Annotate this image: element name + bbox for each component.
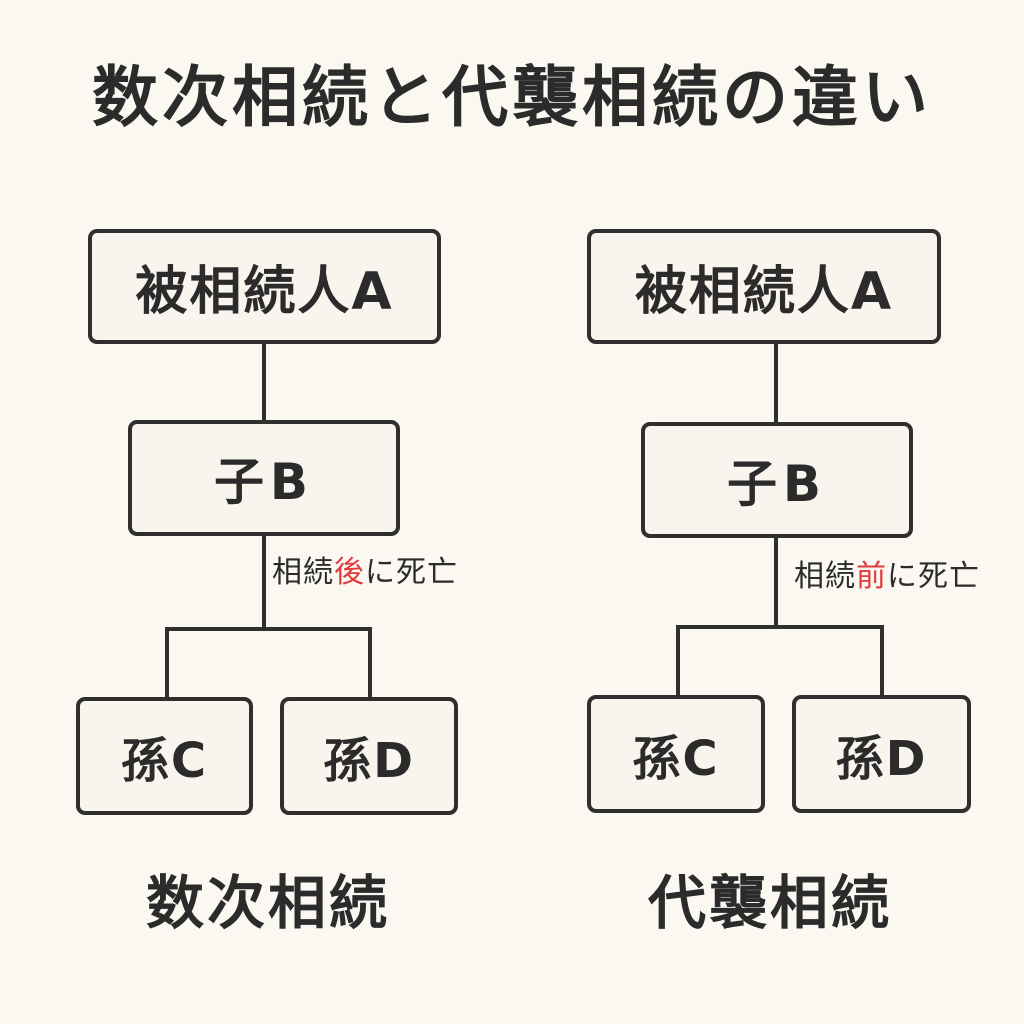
right-note-highlight: 前 [856,559,887,594]
left-fork-line [165,627,372,699]
left-caption: 数次相続 [145,869,390,937]
right-grandchild-d-box: 孫D [792,695,971,813]
right-note-suffix: に死亡 [887,559,980,594]
left-note-prefix: 相続 [272,555,334,590]
right-child-label: 子B [726,455,828,513]
left-note-highlight: 後 [334,555,365,590]
right-fork-line [676,625,884,697]
left-child-box: 子B [128,420,400,536]
right-grandchild-c-box: 孫C [587,695,765,813]
page-title: 数次相続と代襲相続の違い [92,59,932,136]
left-grandchild-c-label: 孫C [120,733,209,789]
right-root-box: 被相続人A [587,229,941,344]
left-root-label: 被相続人A [135,262,394,322]
left-grandchild-c-box: 孫C [76,697,253,815]
right-grandchild-c-label: 孫C [632,731,720,787]
right-death-note: 相続前に死亡 [794,557,980,597]
left-death-note: 相続後に死亡 [272,553,458,593]
left-grandchild-d-label: 孫D [323,733,415,789]
left-child-label: 子B [213,453,315,511]
right-grandchild-d-label: 孫D [835,731,928,787]
left-root-box: 被相続人A [88,229,441,344]
right-root-label: 被相続人A [634,262,894,322]
left-grandchild-d-box: 孫D [280,697,458,815]
right-caption: 代襲相続 [647,869,892,937]
right-child-box: 子B [641,422,913,538]
left-note-suffix: に死亡 [365,555,458,590]
right-note-prefix: 相続 [794,559,856,594]
